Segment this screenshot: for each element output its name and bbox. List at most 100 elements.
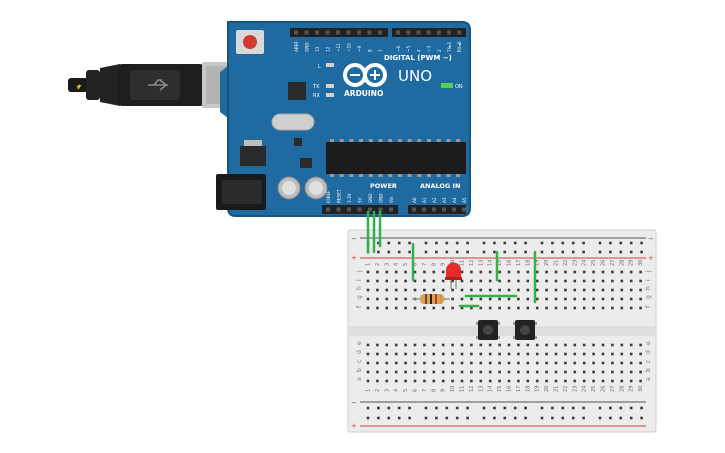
rail-hole[interactable]: [445, 241, 449, 245]
rail-hole[interactable]: [408, 241, 411, 245]
header-pin[interactable]: [378, 207, 383, 212]
breadboard-hole[interactable]: [394, 279, 398, 283]
breadboard-hole[interactable]: [488, 370, 492, 374]
header-pin[interactable]: [452, 207, 456, 212]
rail-hole[interactable]: [619, 241, 623, 245]
header-pin[interactable]: [315, 30, 319, 35]
breadboard-hole[interactable]: [507, 361, 511, 365]
breadboard-hole[interactable]: [432, 352, 436, 356]
breadboard-hole[interactable]: [432, 370, 436, 374]
rail-hole[interactable]: [397, 406, 401, 410]
breadboard-hole[interactable]: [592, 361, 595, 365]
rail-hole[interactable]: [598, 406, 602, 410]
breadboard-hole[interactable]: [470, 361, 473, 365]
breadboard-hole[interactable]: [451, 361, 454, 365]
breadboard-hole[interactable]: [488, 379, 492, 383]
breadboard-hole[interactable]: [611, 370, 614, 374]
rail-hole[interactable]: [482, 416, 486, 420]
rail-hole[interactable]: [503, 250, 507, 254]
breadboard-hole[interactable]: [601, 343, 605, 347]
rail-hole[interactable]: [629, 250, 633, 254]
rail-hole[interactable]: [524, 416, 527, 420]
breadboard-hole[interactable]: [385, 370, 389, 374]
header-pin[interactable]: [304, 30, 309, 35]
breadboard-hole[interactable]: [620, 270, 624, 274]
rail-hole[interactable]: [571, 250, 575, 254]
breadboard-hole[interactable]: [498, 352, 501, 356]
breadboard-hole[interactable]: [385, 306, 389, 310]
breadboard-hole[interactable]: [432, 306, 436, 310]
breadboard-hole[interactable]: [404, 279, 407, 283]
header-pin[interactable]: [336, 30, 340, 35]
breadboard-hole[interactable]: [479, 370, 483, 374]
breadboard-hole[interactable]: [404, 270, 407, 274]
breadboard-hole[interactable]: [385, 297, 389, 301]
breadboard-hole[interactable]: [526, 379, 530, 383]
breadboard-hole[interactable]: [441, 370, 445, 374]
rail-hole[interactable]: [466, 416, 469, 420]
breadboard-hole[interactable]: [404, 379, 407, 383]
breadboard-hole[interactable]: [366, 352, 370, 356]
breadboard-hole[interactable]: [394, 288, 398, 292]
breadboard-hole[interactable]: [366, 297, 370, 301]
rail-hole[interactable]: [493, 406, 496, 410]
header-pin[interactable]: [436, 30, 441, 35]
breadboard-hole[interactable]: [611, 352, 614, 356]
rail-hole[interactable]: [455, 241, 459, 245]
rail-hole[interactable]: [524, 250, 527, 254]
breadboard-hole[interactable]: [366, 343, 370, 347]
breadboard-hole[interactable]: [451, 297, 454, 301]
breadboard-hole[interactable]: [479, 288, 483, 292]
breadboard-hole[interactable]: [526, 343, 530, 347]
breadboard-hole[interactable]: [413, 279, 417, 283]
breadboard-hole[interactable]: [573, 361, 577, 365]
breadboard-hole[interactable]: [423, 279, 426, 283]
breadboard-hole[interactable]: [376, 370, 379, 374]
breadboard-hole[interactable]: [582, 270, 586, 274]
breadboard-hole[interactable]: [498, 279, 501, 283]
breadboard-hole[interactable]: [366, 306, 370, 310]
breadboard-hole[interactable]: [639, 352, 642, 356]
rail-hole[interactable]: [598, 416, 602, 420]
breadboard-hole[interactable]: [385, 361, 389, 365]
breadboard-hole[interactable]: [404, 343, 407, 347]
breadboard-hole[interactable]: [470, 270, 473, 274]
breadboard-hole[interactable]: [582, 370, 586, 374]
breadboard-hole[interactable]: [545, 288, 548, 292]
rail-hole[interactable]: [424, 241, 428, 245]
breadboard-hole[interactable]: [470, 370, 473, 374]
rail-hole[interactable]: [408, 416, 411, 420]
header-pin[interactable]: [367, 30, 372, 35]
rail-hole[interactable]: [445, 406, 449, 410]
header-pin[interactable]: [346, 30, 351, 35]
breadboard-hole[interactable]: [470, 288, 473, 292]
breadboard-hole[interactable]: [479, 343, 483, 347]
breadboard-hole[interactable]: [564, 352, 567, 356]
breadboard-hole[interactable]: [460, 306, 464, 310]
breadboard-hole[interactable]: [376, 379, 379, 383]
rail-hole[interactable]: [540, 241, 544, 245]
rail-hole[interactable]: [609, 241, 612, 245]
breadboard-hole[interactable]: [545, 352, 548, 356]
breadboard-hole[interactable]: [526, 288, 530, 292]
breadboard-hole[interactable]: [385, 379, 389, 383]
breadboard-hole[interactable]: [526, 370, 530, 374]
breadboard-hole[interactable]: [517, 288, 520, 292]
breadboard-hole[interactable]: [545, 343, 548, 347]
breadboard-hole[interactable]: [432, 279, 436, 283]
breadboard-hole[interactable]: [394, 379, 398, 383]
breadboard-hole[interactable]: [451, 279, 454, 283]
breadboard-hole[interactable]: [517, 361, 520, 365]
rail-hole[interactable]: [561, 241, 565, 245]
rail-hole[interactable]: [455, 250, 459, 254]
breadboard-hole[interactable]: [639, 361, 642, 365]
rail-hole[interactable]: [466, 241, 469, 245]
rail-hole[interactable]: [540, 416, 544, 420]
breadboard-hole[interactable]: [601, 370, 605, 374]
breadboard-hole[interactable]: [564, 361, 567, 365]
rail-hole[interactable]: [397, 416, 401, 420]
led-icon[interactable]: [445, 262, 462, 290]
breadboard-hole[interactable]: [366, 279, 370, 283]
breadboard-hole[interactable]: [573, 352, 577, 356]
header-pin[interactable]: [447, 30, 451, 35]
